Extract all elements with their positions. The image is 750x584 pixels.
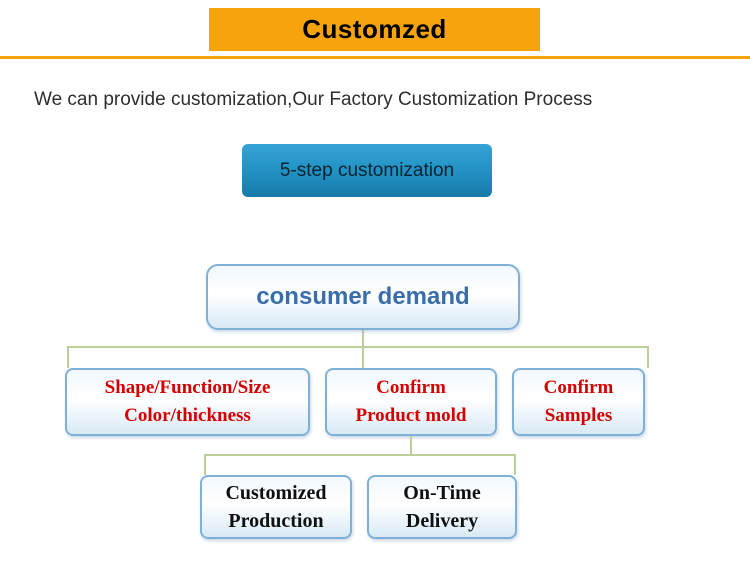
connector-level2-horizontal (67, 346, 649, 348)
five-step-button: 5-step customization (242, 144, 492, 197)
connector-level2-right-drop (647, 346, 649, 368)
flow-box-confirm-samples: Confirm Samples (512, 368, 645, 436)
connector-mold-down (410, 436, 412, 455)
flow-box-customized-production: Customized Production (200, 475, 352, 539)
connector-level2-left-drop (67, 346, 69, 368)
five-step-button-label: 5-step customization (279, 159, 455, 181)
title-banner: Customzed (209, 8, 540, 51)
orange-divider (0, 56, 750, 59)
banner-title: Customzed (302, 14, 447, 44)
connector-level3-right-drop (514, 454, 516, 475)
flow-box-confirm-product-mold: Confirm Product mold (325, 368, 497, 436)
intro-text: We can provide customization,Our Factory… (34, 89, 593, 110)
connector-level3-left-drop (204, 454, 206, 475)
connector-level3-horizontal (204, 454, 516, 456)
flow-box-shape-function-size: Shape/Function/Size Color/thickness (65, 368, 310, 436)
flow-box-on-time-delivery: On-Time Delivery (367, 475, 517, 539)
connector-root-down (362, 330, 364, 347)
flow-box-consumer-demand: consumer demand (206, 264, 520, 330)
connector-level2-center-drop (362, 346, 364, 368)
